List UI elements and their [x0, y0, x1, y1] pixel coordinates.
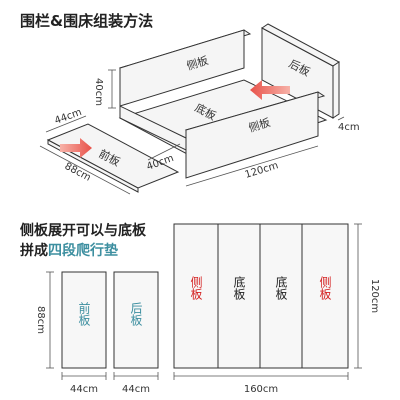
dim-thickness-4: 4cm [338, 122, 360, 133]
flat-back-panel [113, 271, 159, 369]
front-side-panel [185, 91, 319, 179]
insert-arrow-right-icon [250, 80, 290, 100]
dim-height-40: 40cm [93, 78, 104, 106]
dim-width-44: 44cm [53, 107, 83, 127]
flat-front-label: 前板 [77, 301, 91, 327]
mat-section-1 [173, 223, 219, 369]
mat-label-4: 侧板 [318, 276, 332, 301]
dim-flat-width-160: 160cm [244, 384, 278, 395]
mat-label-3: 底板 [274, 275, 288, 301]
front-panel-edge [47, 139, 139, 193]
mat-section-4 [301, 223, 349, 369]
dim-flat-width-44a: 44cm [70, 384, 98, 395]
subtitle-highlight: 四段爬行垫 [48, 243, 118, 259]
mat-label-1: 侧板 [189, 276, 203, 301]
subtitle-line-1: 侧板展开可以与底板 [20, 223, 146, 239]
left-end-rail [119, 105, 187, 151]
crawl-mat [173, 223, 349, 369]
page-title: 围栏&围床组装方法 [20, 12, 154, 30]
mat-section-2 [217, 223, 261, 369]
flat-front-panel [61, 271, 107, 369]
assembly-illustration [46, 23, 340, 193]
subtitle-prefix: 拼成 [20, 243, 48, 259]
rear-side-panel-face [119, 29, 245, 107]
assembly-rear-side-label: 侧板 [185, 53, 210, 73]
insert-arrow-left-icon [60, 138, 92, 158]
mat-label-2: 底板 [232, 275, 246, 301]
assembly-dimension-lines [39, 69, 345, 195]
flat-back-label: 后板 [129, 302, 143, 327]
dim-flat-height-120: 120cm [369, 279, 380, 313]
dim-flat-height-88: 88cm [35, 306, 46, 334]
subtitle-line-2: 拼成四段爬行垫 [20, 240, 118, 260]
mat-section-3 [259, 223, 303, 369]
assembly-front-side-label: 侧板 [247, 115, 272, 135]
back-panel-edge [332, 61, 340, 119]
layout-dimension-lines [46, 223, 362, 380]
dim-flat-width-44b: 44cm [122, 384, 150, 395]
